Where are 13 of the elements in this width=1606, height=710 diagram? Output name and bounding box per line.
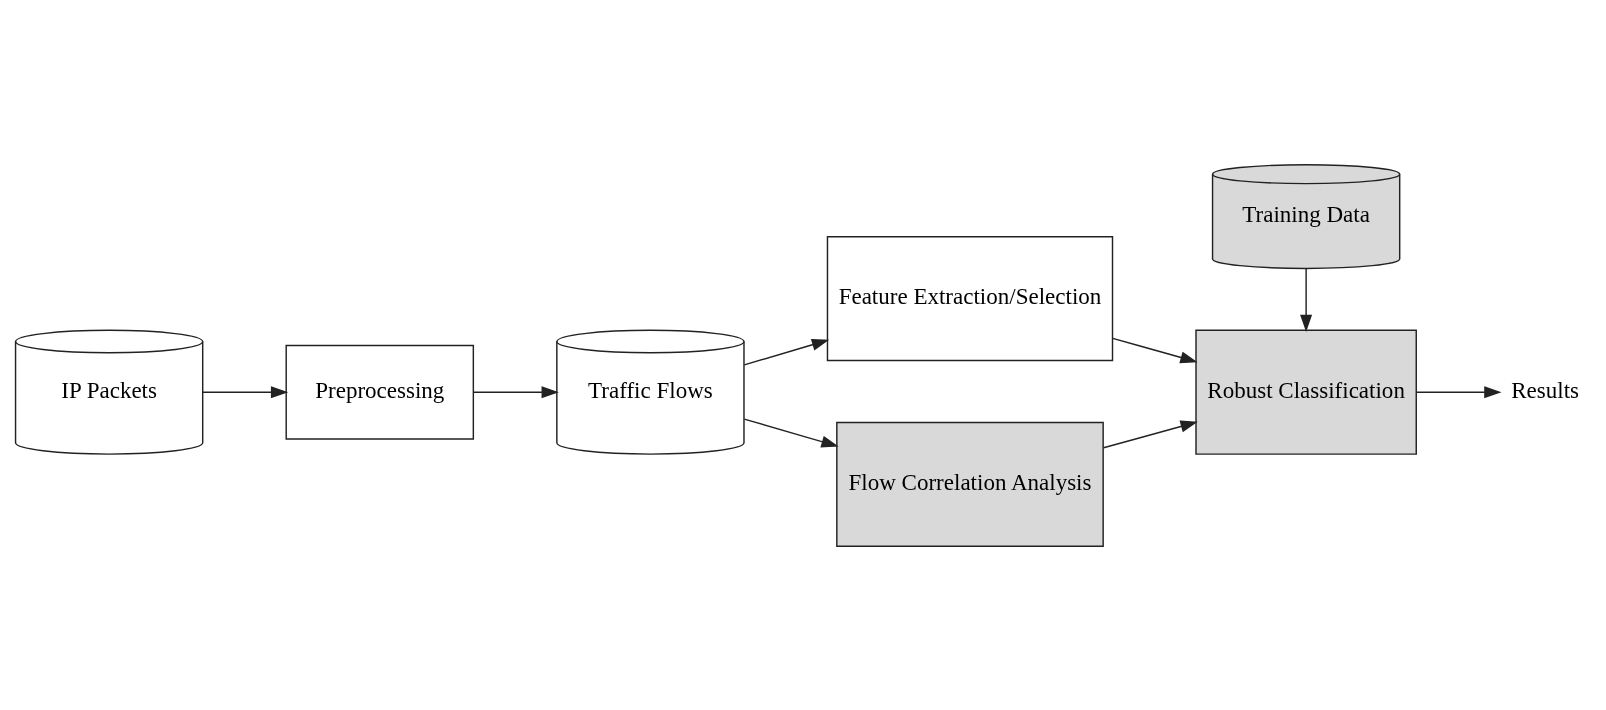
arrow (1300, 267, 1313, 332)
arrow (202, 385, 289, 398)
arrow (472, 385, 559, 398)
arrow (1112, 337, 1198, 363)
arrow (1102, 420, 1198, 448)
node-box: Robust Classification (1195, 329, 1417, 455)
arrow (1415, 385, 1502, 398)
arrow (743, 338, 830, 366)
arrow (743, 417, 839, 448)
node-box: Preprocessing (285, 344, 475, 440)
node-text: Results (1511, 376, 1579, 403)
node-box: Feature Extraction/Selection (826, 235, 1114, 361)
node-box: Flow Correlation Analysis (836, 421, 1104, 547)
